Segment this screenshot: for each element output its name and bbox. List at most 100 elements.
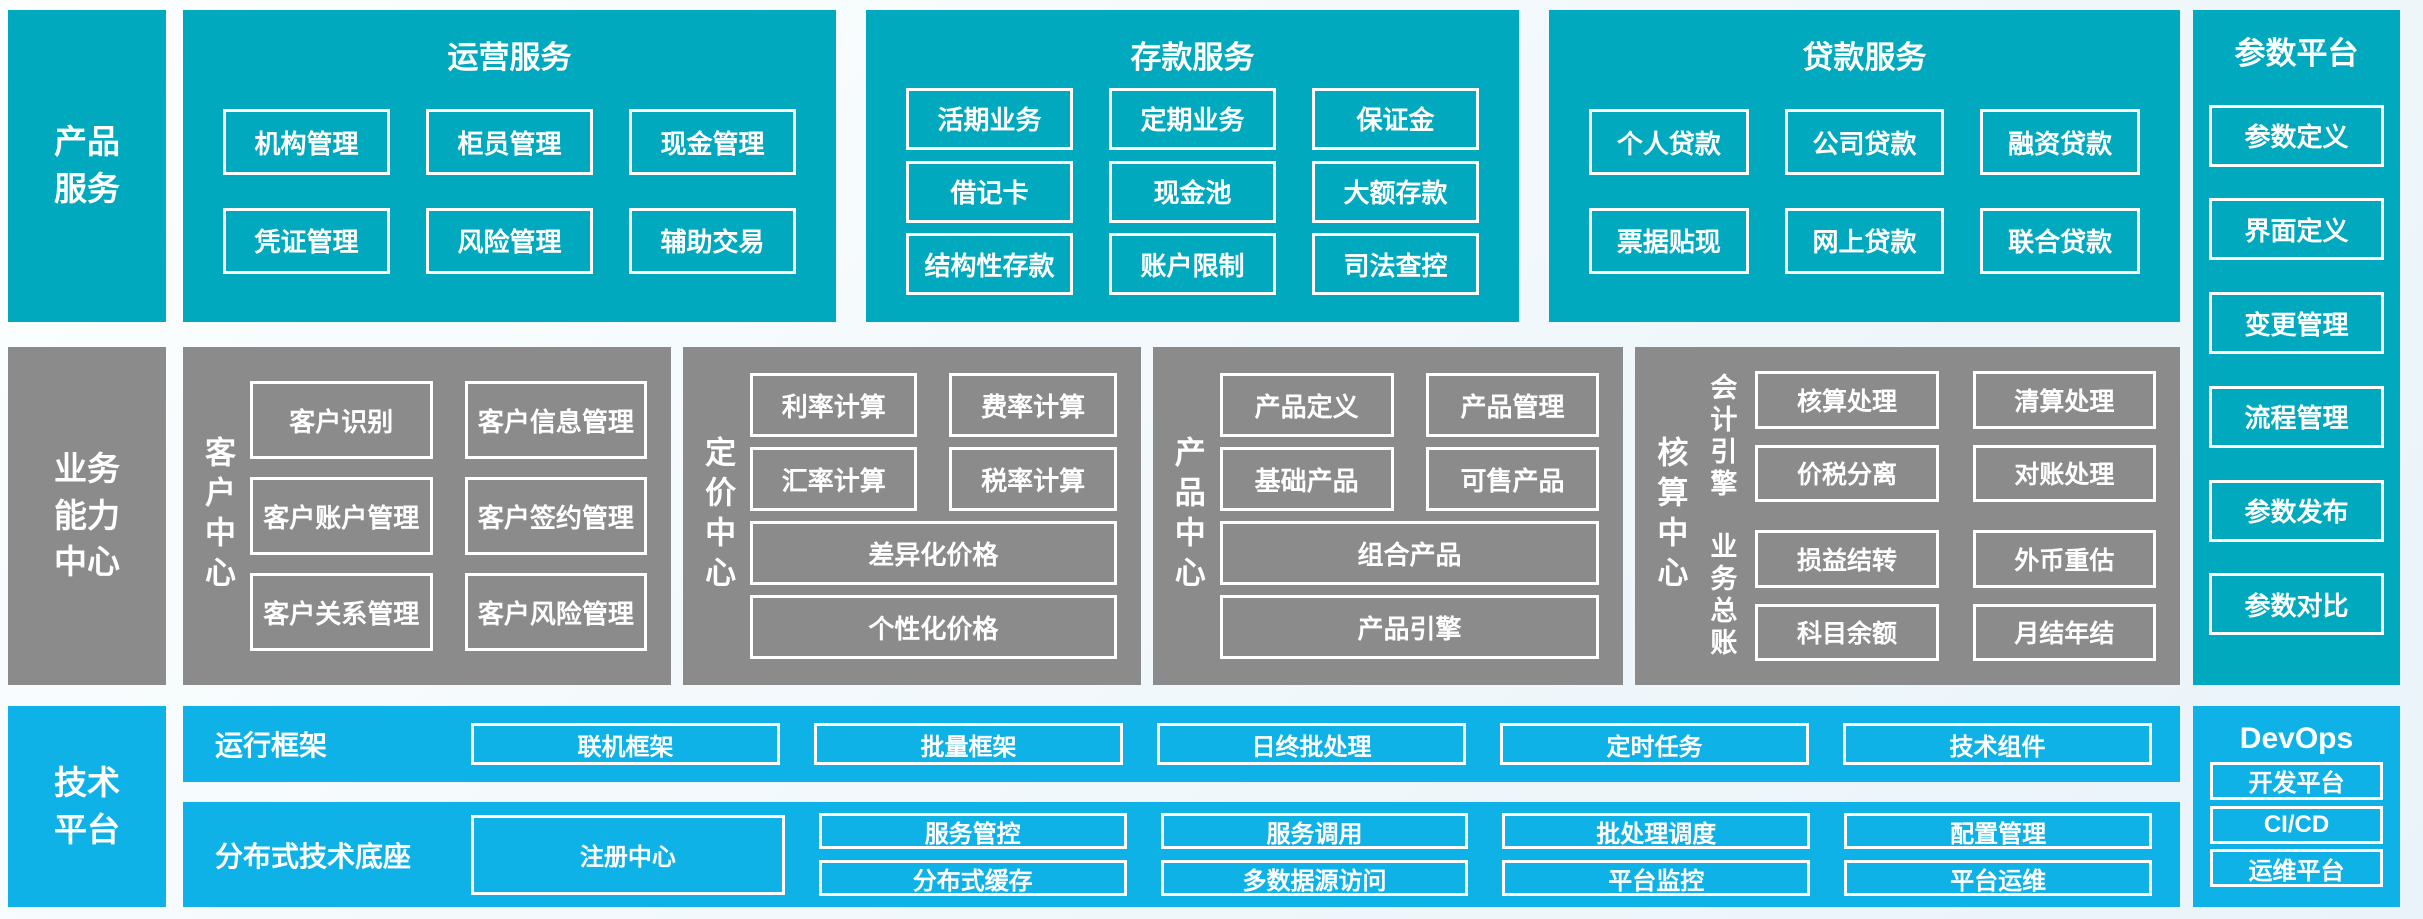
section-runtime-framework: 运行框架 联机框架 批量框架 日终批处理 定时任务 技术组件 bbox=[183, 706, 2180, 782]
section-operations: 运营服务 机构管理 柜员管理 现金管理 凭证管理 风险管理 辅助交易 bbox=[183, 10, 837, 322]
accounting-engine-group: 会计引擎 核算处理 清算处理 价税分离 对账处理 bbox=[1702, 371, 2156, 502]
vertical-label-wrap: 业务总账 bbox=[1702, 530, 1741, 661]
service-box: 联合贷款 bbox=[1980, 207, 2140, 274]
section-title: 存款服务 bbox=[1130, 40, 1255, 75]
box-row: 活期业务 定期业务 保证金 bbox=[906, 87, 1480, 150]
service-box: 个人贷款 bbox=[1589, 109, 1749, 176]
service-box: 价税分离 bbox=[1755, 444, 1939, 502]
section-body: 机构管理 柜员管理 现金管理 凭证管理 风险管理 辅助交易 bbox=[223, 77, 796, 306]
service-box: 公司贷款 bbox=[1784, 109, 1945, 176]
section-body: 开发平台 CI/CD 运维平台 bbox=[2210, 756, 2383, 893]
service-box: 凭证管理 bbox=[223, 207, 390, 274]
service-box: 清算处理 bbox=[1972, 371, 2156, 429]
group-label: 会计引擎 bbox=[1706, 372, 1737, 501]
service-box: 多数据源访问 bbox=[1160, 860, 1469, 896]
section-accounting-center: 核算中心 会计引擎 核算处理 清算处理 价税分离 对账处理 业务 bbox=[1635, 347, 2180, 685]
row-label-line: 技术 bbox=[54, 763, 120, 801]
service-box: 参数定义 bbox=[2209, 104, 2384, 167]
business-ledger-group: 业务总账 损益结转 外币重估 科目余额 月结年结 bbox=[1702, 530, 2156, 661]
center-label: 产品中心 bbox=[1169, 436, 1205, 596]
service-box: 配置管理 bbox=[1844, 813, 2152, 849]
section-customer-center: 客户中心 客户识别 客户信息管理 客户账户管理 客户签约管理 客户关系管理 客户… bbox=[183, 347, 672, 685]
service-box: 差异化价格 bbox=[750, 521, 1117, 585]
box-grid: 核算处理 清算处理 价税分离 对账处理 bbox=[1755, 371, 2156, 502]
service-box: 客户签约管理 bbox=[464, 477, 648, 555]
service-box: 技术组件 bbox=[1843, 723, 2152, 765]
box-row: 票据贴现 网上贷款 联合贷款 bbox=[1589, 207, 2140, 274]
box-row: 机构管理 柜员管理 现金管理 bbox=[223, 109, 796, 176]
section-title: DevOps bbox=[2239, 722, 2354, 755]
service-box: 产品引擎 bbox=[1219, 595, 1600, 659]
row-label-line: 平台 bbox=[54, 810, 120, 848]
service-box: 汇率计算 bbox=[750, 447, 918, 511]
service-box: 开发平台 bbox=[2210, 761, 2383, 800]
box-row: 客户关系管理 客户风险管理 bbox=[250, 573, 648, 651]
service-box: 定期业务 bbox=[1109, 87, 1277, 150]
service-box: 科目余额 bbox=[1755, 603, 1939, 661]
row-label-product-services: 产品 服务 bbox=[8, 10, 166, 322]
service-box: 基础产品 bbox=[1219, 447, 1394, 511]
service-box: 定时任务 bbox=[1500, 723, 1809, 765]
service-box: 服务管控 bbox=[818, 813, 1127, 849]
section-title: 运营服务 bbox=[447, 40, 572, 75]
service-box: 运维平台 bbox=[2210, 849, 2383, 888]
service-box: 可售产品 bbox=[1425, 447, 1600, 511]
service-box: 日终批处理 bbox=[1157, 723, 1466, 765]
center-label: 核算中心 bbox=[1652, 436, 1688, 596]
service-box: 利率计算 bbox=[750, 373, 918, 437]
row-label-line: 能力 bbox=[54, 496, 120, 534]
bar-label: 运行框架 bbox=[215, 730, 328, 761]
center-label: 客户中心 bbox=[200, 436, 235, 596]
box-row: 结构性存款 账户限制 司法查控 bbox=[906, 233, 1480, 296]
box-row: 基础产品 可售产品 bbox=[1219, 447, 1600, 511]
service-box: 核算处理 bbox=[1755, 371, 1939, 429]
business-capability-row: 客户中心 客户识别 客户信息管理 客户账户管理 客户签约管理 客户关系管理 客户… bbox=[183, 347, 2180, 685]
service-box: 客户识别 bbox=[250, 381, 433, 459]
section-body: 会计引擎 核算处理 清算处理 价税分离 对账处理 业务总账 损益结转 bbox=[1702, 363, 2156, 669]
service-box: 流程管理 bbox=[2209, 385, 2384, 448]
service-box: 现金池 bbox=[1109, 160, 1277, 223]
vertical-label-wrap: 产品中心 bbox=[1165, 363, 1210, 669]
service-box: 平台监控 bbox=[1502, 860, 1811, 896]
row-label-line: 产品 bbox=[54, 123, 120, 161]
row-label-line: 中心 bbox=[54, 543, 120, 581]
service-box: 借记卡 bbox=[906, 160, 1074, 223]
product-services-row: 运营服务 机构管理 柜员管理 现金管理 凭证管理 风险管理 辅助交易 存款服务 … bbox=[183, 10, 2180, 322]
service-box: 服务调用 bbox=[1160, 813, 1469, 849]
box-row: 客户账户管理 客户签约管理 bbox=[250, 477, 648, 555]
bar-label: 分布式技术底座 bbox=[215, 840, 412, 872]
service-box: 机构管理 bbox=[223, 109, 390, 176]
service-box: 界面定义 bbox=[2209, 198, 2384, 261]
section-body: 参数定义 界面定义 变更管理 流程管理 参数发布 参数对比 bbox=[2209, 73, 2384, 667]
box-stack: 服务管控 分布式缓存 bbox=[818, 813, 1127, 896]
service-box: 平台运维 bbox=[1844, 860, 2152, 896]
service-box: 辅助交易 bbox=[629, 207, 796, 274]
service-box: 保证金 bbox=[1312, 87, 1480, 150]
box-row: 个人贷款 公司贷款 融资贷款 bbox=[1589, 109, 2140, 176]
service-box: 个性化价格 bbox=[750, 595, 1117, 659]
service-box: 账户限制 bbox=[1109, 233, 1277, 296]
service-box: 组合产品 bbox=[1219, 521, 1600, 585]
section-loan: 贷款服务 个人贷款 公司贷款 融资贷款 票据贴现 网上贷款 联合贷款 bbox=[1549, 10, 2180, 322]
service-box: 客户风险管理 bbox=[464, 573, 648, 651]
service-box: 活期业务 bbox=[906, 87, 1074, 150]
section-body: 产品定义 产品管理 基础产品 可售产品 组合产品 产品引擎 bbox=[1219, 363, 1600, 669]
section-deposit: 存款服务 活期业务 定期业务 保证金 借记卡 现金池 大额存款 结构性存款 账户… bbox=[866, 10, 1520, 322]
group-label: 业务总账 bbox=[1706, 531, 1737, 660]
section-body: 客户识别 客户信息管理 客户账户管理 客户签约管理 客户关系管理 客户风险管理 bbox=[250, 363, 648, 669]
row-label-line: 服务 bbox=[54, 170, 120, 207]
section-body: 个人贷款 公司贷款 融资贷款 票据贴现 网上贷款 联合贷款 bbox=[1589, 77, 2140, 306]
section-body: 活期业务 定期业务 保证金 借记卡 现金池 大额存款 结构性存款 账户限制 司法… bbox=[906, 77, 1480, 306]
service-box: 票据贴现 bbox=[1589, 207, 1749, 274]
vertical-label-wrap: 核算中心 bbox=[1647, 363, 1692, 669]
box-row: 凭证管理 风险管理 辅助交易 bbox=[223, 207, 796, 274]
box-grid: 损益结转 外币重估 科目余额 月结年结 bbox=[1755, 530, 2156, 661]
service-box: 现金管理 bbox=[629, 109, 796, 176]
vertical-label-wrap: 定价中心 bbox=[695, 363, 740, 669]
service-box: 风险管理 bbox=[426, 207, 593, 274]
service-box: 分布式缓存 bbox=[818, 860, 1127, 896]
service-box: 参数发布 bbox=[2209, 479, 2384, 542]
service-box: 大额存款 bbox=[1312, 160, 1480, 223]
service-box: 客户账户管理 bbox=[250, 477, 433, 555]
